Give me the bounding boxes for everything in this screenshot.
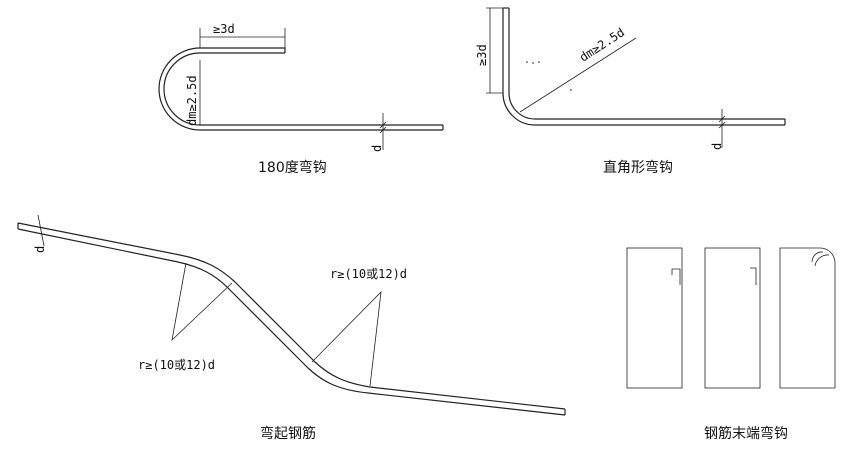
hook-90-figure: ≥3d dm≥2.5d d 直角形弯钩 (475, 7, 786, 176)
hook-180-dim-radius-label: dm≥2.5d (185, 75, 199, 126)
hook-180-diameter-tick-1 (379, 121, 387, 129)
hook-90-caption: 直角形弯钩 (603, 159, 673, 176)
hook-90-diameter-tick-1 (718, 115, 726, 123)
end-hook-3-mark (811, 251, 830, 267)
bent-bar-radius-upper-label: r≥(10或12)d (330, 267, 407, 281)
bent-bar-upper-line (17, 222, 566, 410)
hook-180-caption: 180度弯钩 (258, 159, 327, 176)
bent-bar-radius-lower-label: r≥(10或12)d (138, 358, 215, 372)
end-hook-panel-2 (704, 247, 761, 389)
dot-3 (538, 61, 540, 63)
bent-bar-lower-radius-leader (311, 290, 382, 387)
end-hook-panel-1 (626, 247, 683, 389)
dot-2 (532, 62, 534, 64)
hook-180-diameter-label: d (370, 145, 384, 152)
hook-180-diameter-tick-2 (379, 126, 387, 134)
hook-90-inner-line (508, 8, 785, 120)
end-hook-panel-3 (779, 247, 836, 389)
bent-bar-diameter-label: d (33, 246, 47, 253)
hook-90-diameter-tick-2 (718, 121, 726, 129)
hook-90-diameter-label: d (710, 143, 724, 150)
hook-90-dim-radius-label: dm≥2.5d (577, 25, 627, 64)
hook-90-radius-leader (519, 37, 637, 113)
end-hooks-figure: 钢筋末端弯钩 (626, 247, 836, 442)
end-hooks-caption: 钢筋末端弯钩 (704, 425, 788, 442)
dot-4 (570, 89, 572, 91)
bent-bar-lower-line (17, 228, 566, 416)
hook-180-inner-line (158, 47, 443, 131)
end-hook-1-mark (671, 268, 681, 285)
hook-180-dim-length-label: ≥3d (213, 22, 235, 36)
bent-bar-caption: 弯起钢筋 (260, 425, 316, 442)
end-hook-2-mark (750, 267, 757, 285)
hook-180-outer-line (163, 52, 443, 126)
hook-90-outer-line (502, 8, 785, 126)
hook-90-dim-length-label: ≥3d (475, 44, 489, 66)
hook-180-figure: ≥3d dm≥2.5d d 180度弯钩 (158, 22, 444, 176)
bent-bar-figure: d r≥(10或12)d r≥(10或12)d 弯起钢筋 (17, 214, 566, 442)
dot-1 (526, 61, 528, 63)
bent-bar-diameter-marker (37, 214, 45, 247)
hook-90-dotted-hints (526, 61, 572, 91)
bent-bar-upper-radius-leader (171, 262, 233, 342)
